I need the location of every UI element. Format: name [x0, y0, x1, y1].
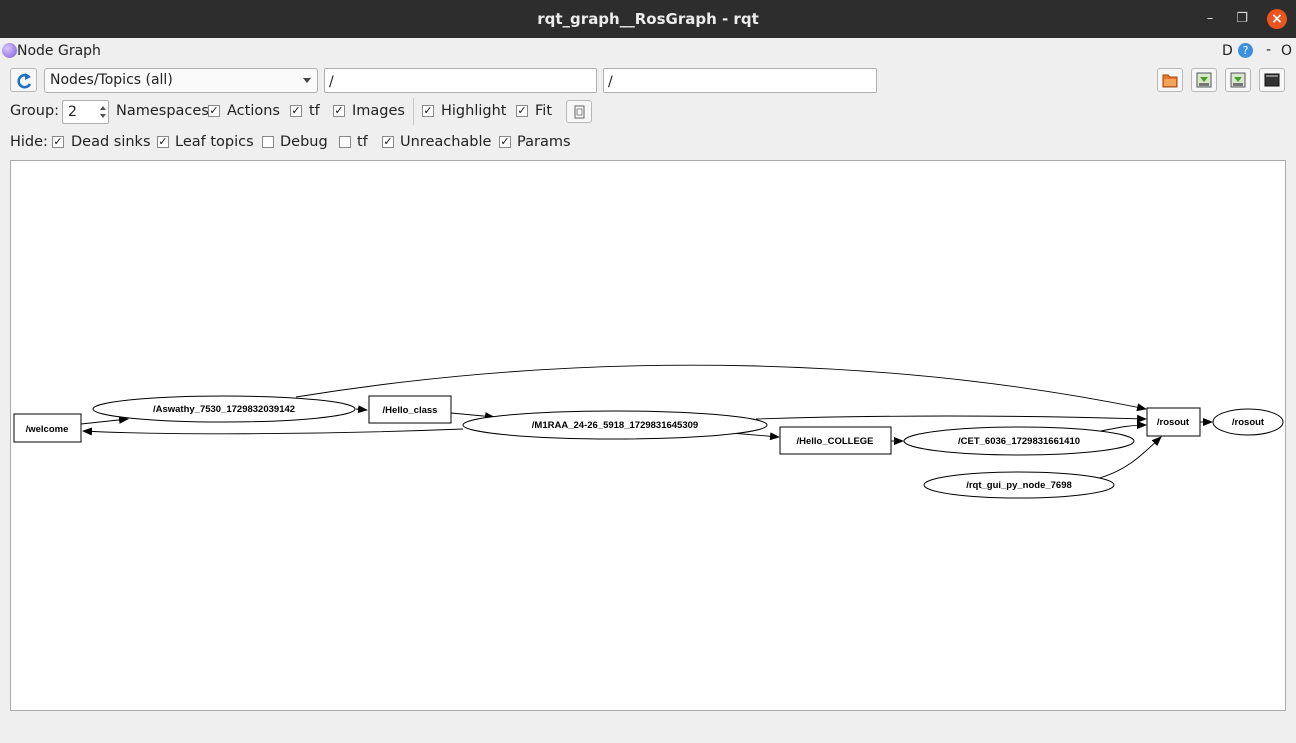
fit-label: Fit [535, 103, 552, 119]
node-rosout-topic[interactable]: /rosout [1146, 407, 1201, 437]
graph-edges [80, 364, 1213, 480]
params-checkbox[interactable]: ✓ [499, 135, 511, 148]
fit-checkbox[interactable]: ✓ [516, 104, 528, 117]
hide-tf-label: tf [357, 134, 368, 150]
node-rosout[interactable]: /rosout [1212, 408, 1284, 436]
window-title: rqt_graph__RosGraph - rqt [537, 10, 759, 28]
node-hello-college[interactable]: /Hello_COLLEGE [779, 426, 892, 455]
edge-aswathy-rosout [295, 364, 1147, 412]
topic-filter-input[interactable] [603, 68, 877, 93]
group-label: Group: [10, 103, 60, 119]
node-hello-class[interactable]: /Hello_class [368, 395, 452, 424]
dead-sinks-checkbox[interactable]: ✓ [52, 135, 64, 148]
save-dot-icon [1196, 72, 1212, 88]
group-value: 2 [68, 104, 77, 120]
node-filter-input[interactable] [324, 68, 597, 93]
debug-label: Debug [280, 134, 328, 150]
load-file-icon [1162, 74, 1178, 88]
dock-header: Node Graph D ? - O [0, 40, 1296, 64]
node-hello-college-label: /Hello_COLLEGE [796, 436, 873, 447]
chevron-down-icon [303, 78, 311, 83]
minimize-window-button[interactable]: – [1206, 11, 1214, 26]
dead-sinks-label: Dead sinks [71, 134, 151, 150]
help-icon[interactable]: ? [1238, 43, 1253, 58]
node-rqt-gui-label: /rqt_gui_py_node_7698 [966, 480, 1072, 491]
spin-down-icon[interactable] [100, 114, 106, 118]
save-dot-button[interactable] [1191, 68, 1217, 92]
graph-canvas[interactable]: /welcome /Aswathy_7530_1729832039142 /He… [10, 160, 1286, 711]
load-file-button[interactable] [1157, 68, 1183, 92]
save-svg-button[interactable] [1225, 68, 1251, 92]
images-checkbox[interactable]: ✓ [333, 104, 345, 117]
actions-checkbox[interactable]: ✓ [208, 104, 220, 117]
node-hello-class-label: /Hello_class [383, 405, 438, 416]
group-spinbox[interactable]: 2 [62, 100, 109, 124]
node-cet[interactable]: /CET_6036_1729831661410 [903, 426, 1135, 456]
highlight-label: Highlight [441, 103, 507, 119]
node-rosout-topic-label: /rosout [1157, 417, 1190, 428]
ros-graph[interactable]: /welcome /Aswathy_7530_1729832039142 /He… [11, 161, 1286, 711]
save-image-button[interactable] [1259, 68, 1285, 92]
tf-label: tf [309, 103, 320, 119]
namespaces-label: Namespaces [116, 103, 209, 119]
graph-mode-select[interactable]: Nodes/Topics (all) [44, 68, 318, 93]
leaf-topics-label: Leaf topics [175, 134, 254, 150]
images-label: Images [352, 103, 405, 119]
node-welcome-label: /welcome [26, 424, 69, 435]
fit-in-view-button[interactable] [566, 100, 592, 123]
debug-checkbox[interactable] [262, 136, 274, 148]
node-rqt-gui[interactable]: /rqt_gui_py_node_7698 [923, 471, 1115, 499]
dock-title: Node Graph [17, 43, 101, 59]
node-m1raa[interactable]: /M1RAA_24-26_5918_1729831645309 [462, 410, 768, 440]
leaf-topics-checkbox[interactable]: ✓ [157, 135, 169, 148]
tf-checkbox[interactable]: ✓ [290, 104, 302, 117]
dock-d-button[interactable]: D [1222, 43, 1233, 59]
node-aswathy-label: /Aswathy_7530_1729832039142 [153, 404, 295, 415]
edge-m1raa-rosout [755, 414, 1147, 423]
maximize-window-button[interactable]: ❐ [1236, 11, 1248, 26]
node-m1raa-label: /M1RAA_24-26_5918_1729831645309 [532, 420, 698, 431]
dock-close-button[interactable]: O [1281, 43, 1293, 59]
toolbar-separator [413, 98, 414, 125]
refresh-icon [17, 73, 32, 89]
fit-in-view-icon [574, 105, 585, 119]
close-window-button[interactable]: × [1267, 9, 1287, 29]
node-rosout-label: /rosout [1232, 417, 1265, 428]
save-svg-icon [1230, 72, 1246, 88]
edge-aswathy-hello-class [355, 405, 368, 414]
rqt-graph-icon [2, 43, 17, 58]
unreachable-label: Unreachable [400, 134, 492, 150]
actions-label: Actions [227, 103, 280, 119]
save-image-icon [1264, 73, 1280, 87]
edge-m1raa-hello-college [730, 432, 780, 441]
title-bar: rqt_graph__RosGraph - rqt – ❐ × [0, 0, 1296, 38]
params-label: Params [517, 134, 571, 150]
edge-m1raa-welcome [82, 427, 464, 436]
unreachable-checkbox[interactable]: ✓ [382, 135, 394, 148]
node-aswathy[interactable]: /Aswathy_7530_1729832039142 [92, 395, 356, 423]
node-cet-label: /CET_6036_1729831661410 [958, 436, 1080, 447]
hide-label: Hide: [10, 134, 48, 150]
node-welcome[interactable]: /welcome [13, 413, 82, 443]
edge-rqt-gui-rosout [1095, 436, 1162, 480]
refresh-button[interactable] [10, 68, 37, 92]
dock-minimize-button[interactable]: - [1266, 42, 1272, 58]
spin-up-icon[interactable] [100, 106, 106, 110]
edge-cet-rosout [1100, 421, 1147, 432]
edge-welcome-aswathy [80, 415, 129, 425]
edge-hello-class-m1raa [450, 412, 495, 421]
hide-tf-checkbox[interactable] [339, 136, 351, 148]
highlight-checkbox[interactable]: ✓ [422, 104, 434, 117]
graph-mode-value: Nodes/Topics (all) [50, 72, 173, 88]
